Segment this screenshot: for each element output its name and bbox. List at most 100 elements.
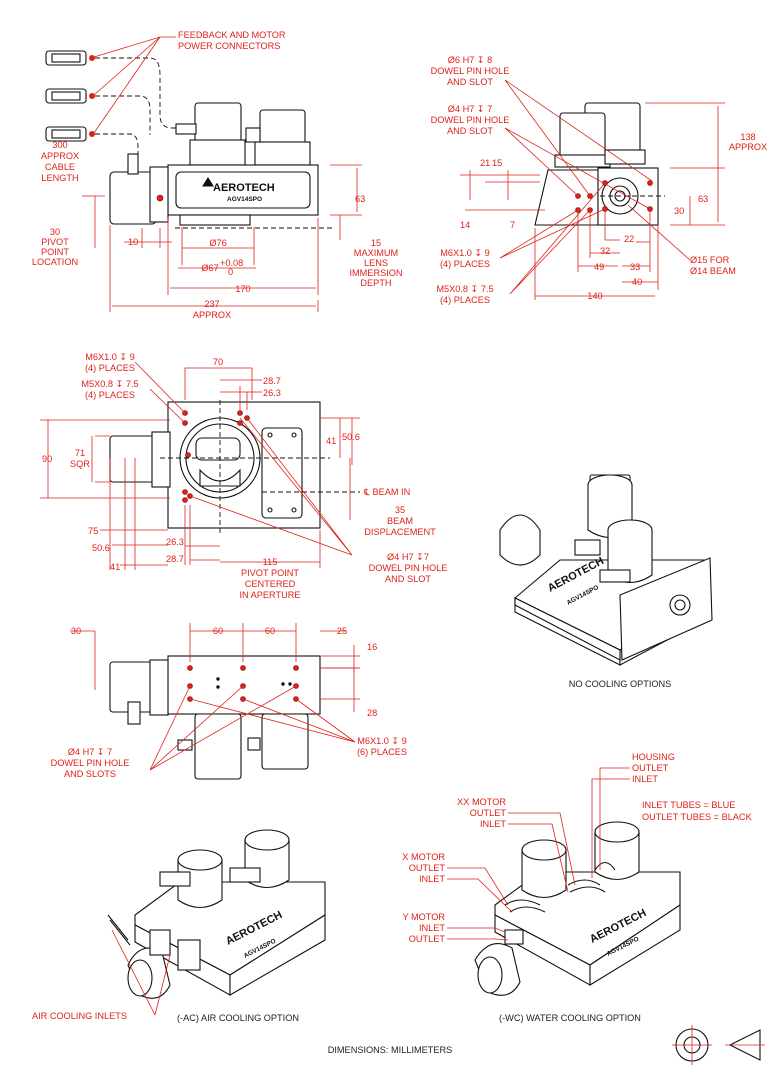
wc-y-3: OUTLET — [409, 934, 446, 944]
lv-dim-16: 16 — [367, 642, 377, 652]
lv-m6-2: (6) PLACES — [357, 747, 407, 757]
mv-dowel-3: AND SLOT — [385, 574, 431, 584]
tl-cable-cable: CABLE — [45, 162, 75, 172]
mv-dim-28-7: 28.7 — [263, 376, 281, 386]
tl-dim-67: Ø67 — [201, 263, 218, 273]
lv-dim-30: 30 — [71, 626, 81, 636]
tr-dim-49: 49 — [594, 262, 604, 272]
tl-pivot-point: POINT — [41, 247, 69, 257]
wc-x-1: X MOTOR — [402, 852, 445, 862]
mv-dim-28-7-bottom: 28.7 — [166, 554, 184, 564]
mv-dowel-1: Ø4 H7 ↧7 — [387, 552, 429, 562]
tl-cable-length: LENGTH — [41, 173, 78, 183]
tl-cable-approx: APPROX — [41, 151, 79, 161]
tr-dim-33: 33 — [630, 262, 640, 272]
dimensions-note: DIMENSIONS: MILLIMETERS — [328, 1045, 453, 1055]
tr-dowel6-1: Ø6 H7 ↧ 8 — [448, 55, 492, 65]
tl-lens-depth: DEPTH — [360, 278, 391, 288]
tl-dim-237-approx: APPROX — [193, 310, 231, 320]
mv-m6-1: M6X1.0 ↧ 9 — [85, 352, 135, 362]
mv-dim-26-3: 26.3 — [263, 388, 281, 398]
side-motor — [109, 171, 157, 225]
mv-dim-41-right: 41 — [326, 436, 336, 446]
iso-water-caption: (-WC) WATER COOLING OPTION — [499, 1013, 641, 1023]
tr-dim-63: 63 — [698, 194, 708, 204]
iso-air-inlets: AIR COOLING INLETS — [32, 1011, 127, 1021]
mv-disp-35: 35 — [395, 505, 405, 515]
wc-xx-3: INLET — [480, 819, 506, 829]
iso-no-cooling: AEROTECH AGV14SPO NO COOLING OPTIONS — [499, 474, 713, 689]
wc-y-2: INLET — [419, 923, 445, 933]
tl-dim-170: 170 — [235, 284, 250, 294]
tl-pivot-pivot: PIVOT — [41, 237, 69, 247]
connector-plugs — [45, 50, 95, 142]
lv-dim-60-b: 60 — [265, 626, 275, 636]
mv-beam-in: ℄ BEAM IN — [363, 487, 410, 497]
tr-beam-2: Ø14 BEAM — [690, 266, 736, 276]
wc-x-2: OUTLET — [409, 863, 446, 873]
lv-dowel-3: AND SLOTS — [64, 769, 116, 779]
model-label: AGV14SPO — [227, 196, 262, 203]
iso-no-cooling-caption: NO COOLING OPTIONS — [569, 679, 672, 689]
tl-dim-63: 63 — [355, 194, 365, 204]
tr-dim-7: 7 — [510, 220, 515, 230]
tl-cable-300: 300 — [52, 140, 67, 150]
mv-dim-90: 90 — [42, 454, 52, 464]
mv-pivot-2: CENTERED — [245, 579, 296, 589]
mv-pivot-115: 115 — [263, 557, 278, 567]
lv-dim-25: 25 — [337, 626, 347, 636]
tr-dowel6-3: AND SLOT — [447, 77, 493, 87]
top-right-view: Ø6 H7 ↧ 8 DOWEL PIN HOLE AND SLOT Ø4 H7 … — [431, 55, 768, 305]
tl-lens-lens: LENS — [364, 258, 388, 268]
mv-dowel-2: DOWEL PIN HOLE — [369, 563, 448, 573]
mv-dim-26-3-bottom: 26.3 — [166, 537, 184, 547]
tr-dim-22: 22 — [624, 234, 634, 244]
tl-dim-237: 237 — [204, 299, 219, 309]
tl-pivot-location: LOCATION — [32, 257, 78, 267]
tr-dowel4-1: Ø4 H7 ↧ 7 — [448, 104, 492, 114]
iso-water-cooling: AEROTECH AGV14SPO HOUSING OUTLET INLET I… — [402, 752, 752, 1023]
iso-air-caption: (-AC) AIR COOLING OPTION — [177, 1013, 299, 1023]
wc-housing-3: INLET — [632, 774, 658, 784]
wc-legend-1: INLET TUBES = BLUE — [642, 800, 735, 810]
tl-lens-immersion: IMMERSION — [349, 268, 402, 278]
mv-pivot-1: PIVOT POINT — [241, 568, 299, 578]
tr-m6-2: (4) PLACES — [440, 259, 490, 269]
tr-m5-1: M5X0.8 ↧ 7.5 — [436, 284, 493, 294]
lv-dim-60-a: 60 — [213, 626, 223, 636]
mv-dim-75: 75 — [88, 526, 98, 536]
tr-dim-14: 14 — [460, 220, 470, 230]
tl-dim-10: 10 — [128, 237, 138, 247]
mv-sqr-label: SQR — [70, 459, 90, 469]
tl-lens-15: 15 — [371, 238, 381, 248]
lower-view: 30 60 60 25 16 28 Ø4 H7 ↧ 7 DOWEL PIN HO… — [51, 623, 407, 780]
wc-housing-1: HOUSING — [632, 752, 675, 762]
tl-pivot-30: 30 — [50, 227, 60, 237]
tr-dowel4-2: DOWEL PIN HOLE — [431, 115, 510, 125]
tr-dim-138: 138 — [740, 132, 755, 142]
lv-dowel-1: Ø4 H7 ↧ 7 — [68, 747, 112, 757]
top-left-view: FEEDBACK AND MOTOR POWER CONNECTORS AERO… — [32, 30, 403, 320]
tr-dowel6-2: DOWEL PIN HOLE — [431, 66, 510, 76]
tr-dim-140: 140 — [587, 291, 602, 301]
wc-x-3: INLET — [419, 874, 445, 884]
mv-sqr-71: 71 — [75, 448, 85, 458]
tr-dowel4-3: AND SLOT — [447, 126, 493, 136]
lv-dim-28: 28 — [367, 708, 377, 718]
middle-view: M6X1.0 ↧ 9 (4) PLACES M5X0.8 ↧ 7.5 (4) P… — [40, 352, 447, 600]
mv-m6-2: (4) PLACES — [85, 363, 135, 373]
tr-dim-15: 15 — [492, 158, 502, 168]
wc-legend-2: OUTLET TUBES = BLACK — [642, 812, 753, 822]
wc-y-1: Y MOTOR — [402, 912, 445, 922]
tr-dim-30: 30 — [674, 206, 684, 216]
tl-dim-67-lower: 0 — [228, 267, 233, 277]
mv-dim-70: 70 — [213, 357, 223, 367]
lv-m6-1: M6X1.0 ↧ 9 — [357, 736, 407, 746]
brand-logo: AEROTECH — [213, 182, 275, 194]
iso-air-cooling: AEROTECH AGV14SPO AIR COOLING INLETS (-A… — [32, 829, 326, 1023]
tr-m5-2: (4) PLACES — [440, 295, 490, 305]
tr-beam-1: Ø15 FOR — [690, 255, 730, 265]
mv-m5-2: (4) PLACES — [85, 390, 135, 400]
tr-dim-40: 40 — [632, 277, 642, 287]
mv-disp-beam: BEAM — [387, 516, 413, 526]
